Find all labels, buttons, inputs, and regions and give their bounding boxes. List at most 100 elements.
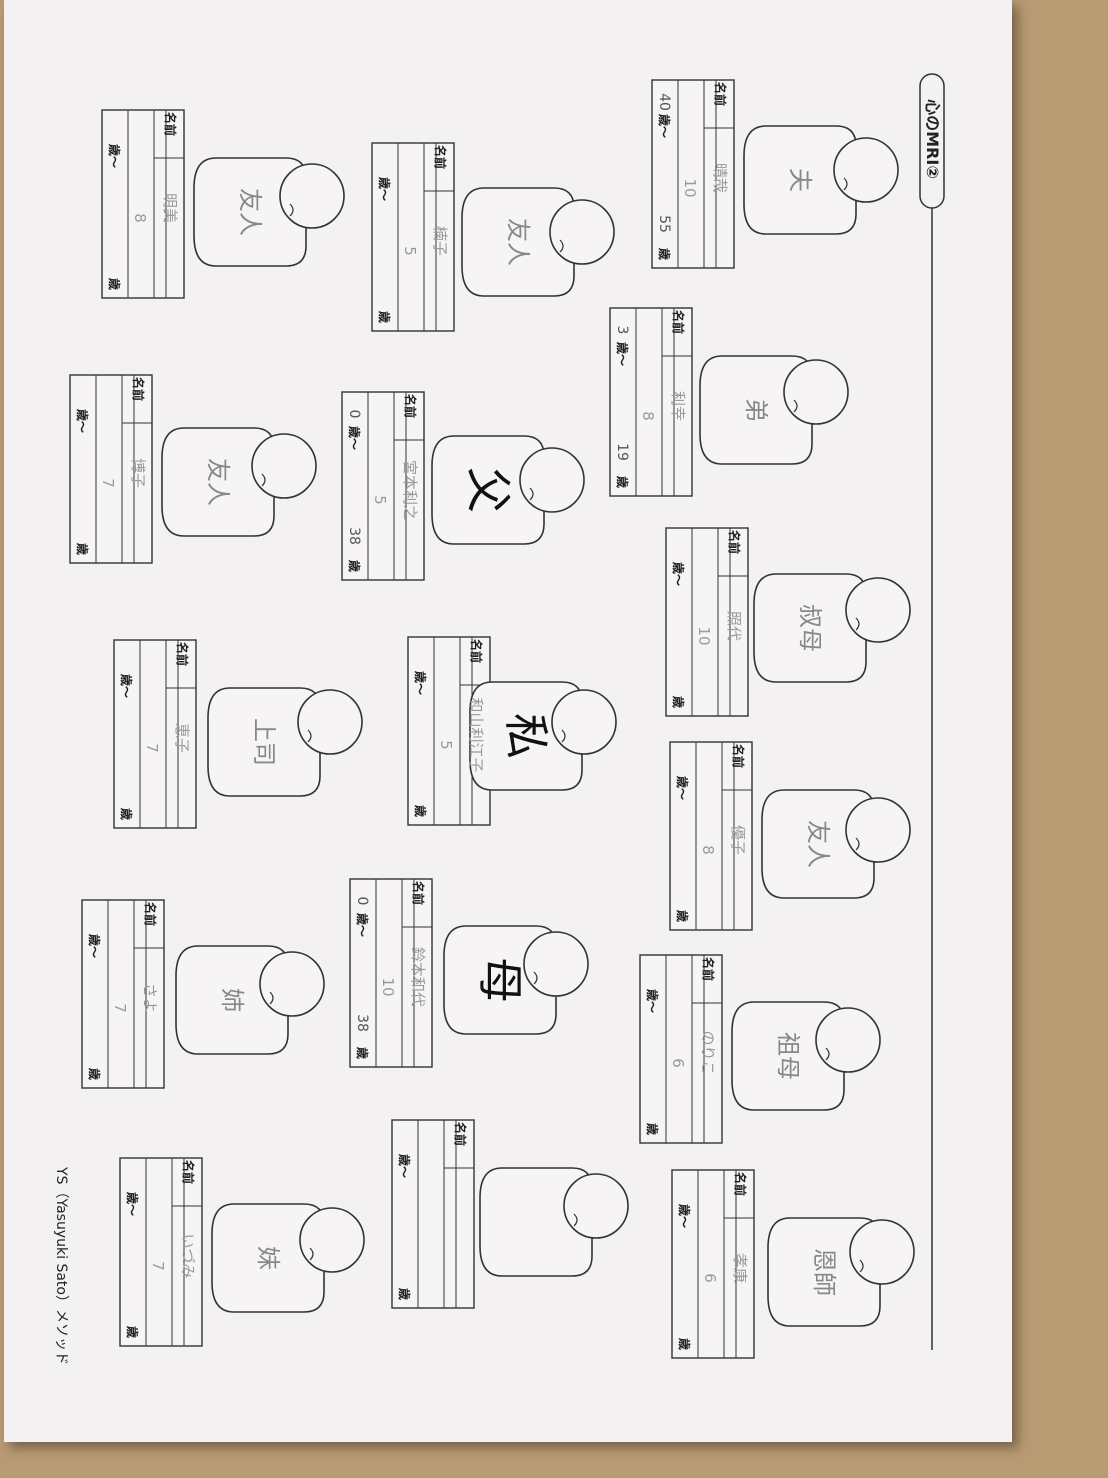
- person-closeness: 5: [401, 246, 419, 256]
- name-field-label: 名前: [411, 880, 425, 905]
- figure-label-self: 私: [499, 713, 553, 759]
- age-to-field-label: 歳: [377, 310, 391, 323]
- name-card-friend-mid: [69, 374, 153, 564]
- person-closeness: 7: [143, 743, 161, 753]
- name-card-older-sister: [81, 899, 165, 1089]
- name-field-label: 名前: [131, 376, 145, 401]
- person-age-to: [106, 239, 122, 269]
- figure-label-father: 父: [461, 467, 515, 513]
- figure-body-friend-top-2: [461, 187, 575, 297]
- figure-ear-friend-right: [855, 837, 860, 851]
- age-to-field-label: 歳: [355, 1046, 369, 1059]
- name-card-mother: [349, 878, 433, 1068]
- person-age-from: [644, 965, 660, 989]
- age-to-field-label: 歳: [397, 1287, 411, 1300]
- person-age-to: [670, 657, 686, 687]
- figure-label-grandmother: 祖母: [774, 1032, 802, 1080]
- age-to-field-label: 歳: [107, 277, 121, 290]
- age-from-field-label: 歳～: [125, 1191, 139, 1216]
- person-closeness: 6: [669, 1058, 687, 1068]
- person-name: 恵子: [173, 722, 191, 753]
- person-age-to: [412, 766, 428, 796]
- age-from-field-label: 歳～: [615, 341, 629, 366]
- name-field-label: 名前: [713, 81, 727, 106]
- person-name: 明美: [161, 192, 179, 223]
- age-to-field-label: 歳: [125, 1325, 139, 1338]
- person-name: [451, 1158, 469, 1278]
- name-card-teacher: [671, 1169, 755, 1359]
- person-closeness: 7: [149, 1261, 167, 1271]
- figure-label-friend-top-1: 友人: [236, 188, 264, 236]
- figure-label-friend-mid: 友人: [204, 458, 232, 506]
- name-field-label: 名前: [701, 956, 715, 981]
- person-age-to: [118, 769, 134, 799]
- age-from-field-label: 歳～: [355, 912, 369, 937]
- name-field-label: 名前: [433, 144, 447, 169]
- age-from-field-label: 歳～: [645, 988, 659, 1013]
- figure-ear-younger-brother: [793, 399, 798, 413]
- person-name: 博子: [129, 457, 147, 488]
- age-from-field-label: 歳～: [87, 933, 101, 958]
- figure-label-aunt: 叔母: [796, 604, 824, 652]
- figure-label-mother: 母: [473, 957, 527, 1003]
- person-age-to: [74, 504, 90, 534]
- person-closeness: 8: [639, 411, 657, 421]
- figure-body-father: [431, 435, 545, 545]
- person-age-from: 0: [354, 896, 370, 906]
- person-age-to: 38: [354, 1014, 370, 1032]
- age-from-field-label: 歳～: [75, 408, 89, 433]
- figure-head-colleague: [297, 689, 363, 755]
- person-age-to: 19: [614, 443, 630, 461]
- figure-ear-friend-mid: [261, 473, 266, 487]
- person-name: 楠子: [431, 225, 449, 256]
- name-card-friend-top-1: [101, 109, 185, 299]
- figure-head-friend-mid: [251, 433, 317, 499]
- person-age-to: [644, 1084, 660, 1114]
- figure-head-teacher: [849, 1219, 915, 1285]
- figure-head-aunt: [845, 577, 911, 643]
- figure-label-husband: 夫: [786, 168, 814, 192]
- age-to-field-label: 歳: [677, 1337, 691, 1350]
- figure-label-blank: [521, 1187, 551, 1257]
- person-age-to: [124, 1287, 140, 1317]
- person-age-from: [118, 650, 134, 674]
- name-field-label: 名前: [731, 743, 745, 768]
- person-age-from: [670, 538, 686, 562]
- person-age-from: [412, 647, 428, 671]
- figure-label-friend-right: 友人: [804, 820, 832, 868]
- figure-ear-teacher: [859, 1259, 864, 1273]
- person-age-to: [674, 871, 690, 901]
- age-to-field-label: 歳: [347, 559, 361, 572]
- person-closeness: 7: [99, 478, 117, 488]
- person-name: さよ: [141, 982, 159, 1013]
- age-from-field-label: 歳～: [413, 670, 427, 695]
- age-to-field-label: 歳: [675, 909, 689, 922]
- figure-head-grandmother: [815, 1007, 881, 1073]
- age-from-field-label: 歳～: [377, 176, 391, 201]
- age-from-field-label: 歳～: [677, 1203, 691, 1228]
- person-name: 和山利江子: [467, 697, 485, 773]
- name-field-label: 名前: [727, 529, 741, 554]
- figure-ear-younger-sister: [309, 1247, 314, 1261]
- worksheet-drawing: [69, 73, 945, 1359]
- worksheet-footer: YS（Yasuyuki Sato）メソッド: [53, 1167, 69, 1365]
- person-age-from: [674, 752, 690, 776]
- figure-label-colleague: 上司: [250, 718, 278, 766]
- person-age-from: 3: [614, 325, 630, 335]
- figure-body-husband: [743, 125, 857, 235]
- person-age-to: [376, 272, 392, 302]
- person-age-from: [106, 120, 122, 144]
- figure-label-older-sister: 姉: [218, 988, 246, 1012]
- name-field-label: 名前: [469, 638, 483, 663]
- person-name: 利幸: [669, 390, 687, 421]
- person-age-to: [86, 1029, 102, 1059]
- figure-head-mother: [523, 931, 589, 997]
- figure-ear-grandmother: [825, 1047, 830, 1061]
- person-age-to: [676, 1299, 692, 1329]
- name-card-blank: [391, 1119, 475, 1309]
- person-age-from: [396, 1130, 412, 1154]
- figure-head-friend-top-2: [549, 199, 615, 265]
- person-name: のりこ: [699, 1030, 717, 1076]
- figure-ear-self: [561, 729, 566, 743]
- name-field-label: 名前: [453, 1121, 467, 1146]
